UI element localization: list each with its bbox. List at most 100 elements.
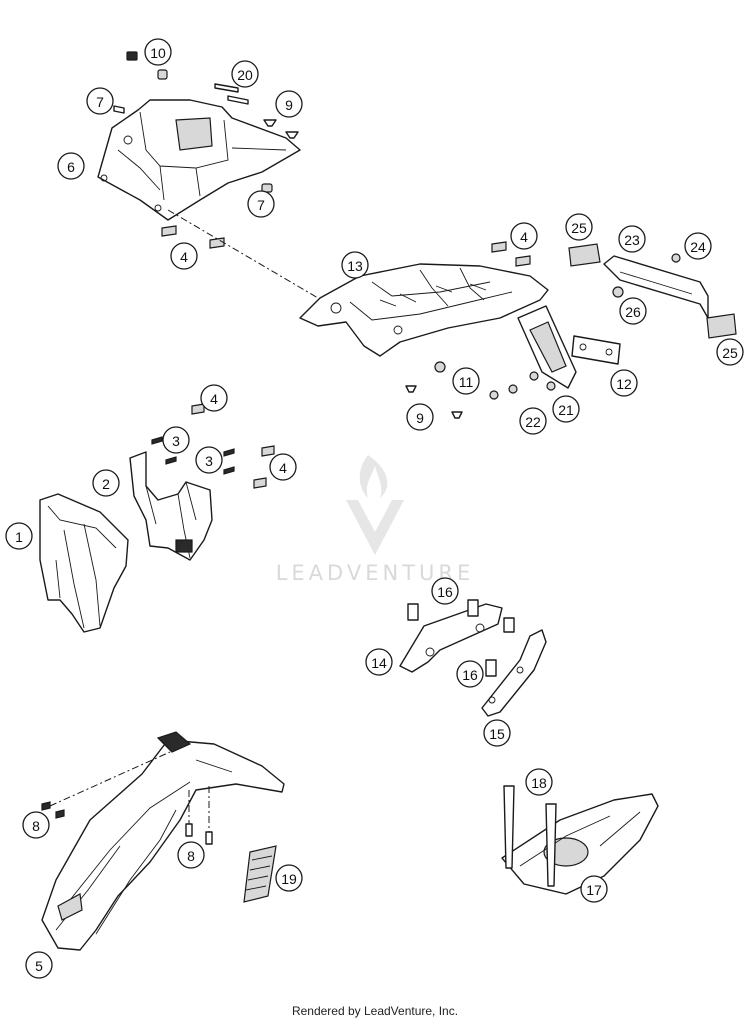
callout-c7b: 7	[247, 190, 275, 218]
callout-c8a: 8	[22, 811, 50, 839]
callout-circle	[269, 453, 297, 481]
callout-number: 12	[616, 376, 632, 392]
callout-circle	[177, 841, 205, 869]
callout-circle	[200, 384, 228, 412]
callout-number: 26	[625, 304, 641, 320]
callout-c4d: 4	[269, 453, 297, 481]
callout-number: 5	[35, 958, 43, 974]
callout-c18: 18	[525, 768, 553, 796]
callout-number: 4	[210, 391, 218, 407]
callout-c6: 6	[57, 152, 85, 180]
screws-9b	[405, 385, 463, 419]
callout-c23: 23	[618, 225, 646, 253]
callout-circle	[275, 90, 303, 118]
adhesive-strip-19	[243, 845, 277, 903]
callout-number: 17	[586, 882, 602, 898]
callout-number: 2	[102, 476, 110, 492]
callout-number: 4	[180, 249, 188, 265]
callout-circle	[365, 648, 393, 676]
callout-number: 24	[690, 239, 706, 255]
nut-10	[157, 69, 168, 80]
reflector-12	[571, 335, 621, 365]
callout-number: 19	[281, 871, 297, 887]
reflector-25a	[568, 243, 601, 267]
callout-c4c: 4	[200, 384, 228, 412]
callout-circle	[716, 338, 744, 366]
callout-circle	[431, 577, 459, 605]
callout-circle	[231, 60, 259, 88]
callout-c13: 13	[341, 251, 369, 279]
callout-c12: 12	[610, 369, 638, 397]
callout-number: 16	[462, 667, 478, 683]
callout-number: 18	[531, 775, 547, 791]
callout-circle	[684, 232, 712, 260]
washer-22	[489, 384, 518, 400]
leader-line	[167, 209, 331, 306]
callout-circle	[5, 522, 33, 550]
screws-16	[407, 599, 515, 677]
callout-c25a: 25	[565, 213, 593, 241]
callout-c2: 2	[92, 469, 120, 497]
watermark-logo: LEADVENTURE	[276, 455, 470, 585]
callout-number: 25	[722, 345, 738, 361]
callout-c17: 17	[580, 875, 608, 903]
callout-c25b: 25	[716, 338, 744, 366]
callout-number: 13	[347, 258, 363, 274]
callout-c24: 24	[684, 232, 712, 260]
callout-circle	[525, 768, 553, 796]
clips-4a	[161, 225, 225, 249]
callout-c7a: 7	[86, 87, 114, 115]
callout-number: 9	[285, 97, 293, 113]
callout-number: 25	[571, 220, 587, 236]
callout-c5: 5	[25, 951, 53, 979]
rear-fender-part	[299, 263, 577, 389]
callout-circle	[92, 469, 120, 497]
callout-circle	[247, 190, 275, 218]
callout-number: 7	[96, 94, 104, 110]
front-fender-part	[41, 731, 285, 951]
rear-subframe-bracket-part	[97, 99, 301, 221]
screw-7a	[113, 105, 125, 114]
screws-8	[41, 801, 213, 845]
bracket-14	[399, 603, 503, 673]
callout-circle	[86, 87, 114, 115]
callout-c16b: 16	[456, 660, 484, 688]
reflector-25b	[706, 313, 737, 339]
callout-circle	[510, 222, 538, 250]
nut-11	[434, 361, 446, 373]
callout-circle	[456, 660, 484, 688]
plate-holder-bracket-23	[603, 255, 709, 319]
callout-number: 3	[172, 433, 180, 449]
callout-circle	[483, 719, 511, 747]
callout-number: 4	[279, 460, 287, 476]
guard-15	[481, 629, 547, 717]
callout-circle	[552, 395, 580, 423]
screws-3	[151, 436, 235, 475]
callout-circle	[195, 446, 223, 474]
callout-c15: 15	[483, 719, 511, 747]
callout-circle	[610, 369, 638, 397]
callout-circle	[275, 864, 303, 892]
callout-number: 23	[624, 232, 640, 248]
callout-number: 3	[205, 453, 213, 469]
callout-c9b: 9	[406, 403, 434, 431]
callout-c20: 20	[231, 60, 259, 88]
callout-number: 11	[459, 374, 474, 390]
callout-number: 10	[150, 45, 166, 61]
callout-c26: 26	[619, 297, 647, 325]
callout-circle	[580, 875, 608, 903]
callout-circle	[144, 38, 172, 66]
callout-number: 15	[489, 726, 505, 742]
leader-line	[49, 751, 171, 807]
callout-number: 14	[371, 655, 387, 671]
callout-number: 22	[525, 414, 541, 430]
callout-c1: 1	[5, 522, 33, 550]
screws-18	[503, 785, 557, 887]
screws-20	[214, 83, 249, 105]
callout-c22: 22	[519, 407, 547, 435]
callout-number: 9	[416, 410, 424, 426]
callout-number: 21	[558, 402, 574, 418]
callout-number: 6	[67, 159, 75, 175]
